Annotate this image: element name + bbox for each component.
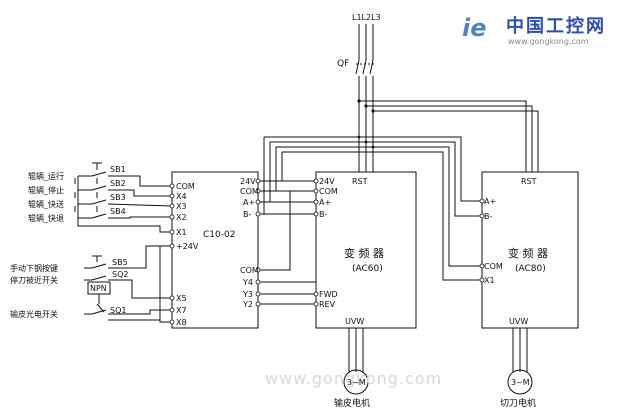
switch-sq1: SQ1 xyxy=(110,306,126,315)
plc-model: C10-02 xyxy=(203,230,235,240)
logo-mark-icon: ie xyxy=(462,14,487,42)
vfd1-in-a: A+ xyxy=(319,198,331,207)
vfd1-in-com: COM xyxy=(319,187,338,196)
breaker-label: QF xyxy=(337,59,349,69)
switch-sb2: SB2 xyxy=(110,179,126,188)
plc-in-x7: X7 xyxy=(176,306,187,315)
plc-in-x1: X1 xyxy=(176,228,187,237)
gongkong-logo: ie 中国工控网 www.gongkong.com xyxy=(462,14,606,46)
plc-out-a: A+ xyxy=(243,198,255,207)
plc-in-x4: X4 xyxy=(176,192,187,201)
plc-out-y2: Y2 xyxy=(242,300,253,309)
input-run: 辊辆_运行 xyxy=(28,171,64,181)
vfd2-in-x1: X1 xyxy=(484,276,495,285)
logo-name: 中国工控网 xyxy=(506,15,606,37)
input-photo: 输皮光电开关 xyxy=(10,309,58,319)
vfd2-in-com: COM xyxy=(484,262,503,271)
vfd1-power-terminals: RST xyxy=(352,177,368,186)
switch-sb1: SB1 xyxy=(110,165,126,174)
vfd2-motor-icon: 3~M xyxy=(511,378,530,387)
vfd1-in-24v: 24V xyxy=(319,177,335,186)
switch-sb3: SB3 xyxy=(110,193,126,202)
npn-sensor: NPN xyxy=(90,284,107,293)
plc-out-24v: 24V xyxy=(240,177,256,186)
plc-out-com: COM xyxy=(240,187,259,196)
phase-label: L1L2L3 xyxy=(352,13,381,22)
switch-sb5: SB5 xyxy=(112,258,128,267)
vfd2-title: 变 频 器 xyxy=(508,246,548,260)
plc-out-y3: Y3 xyxy=(242,290,253,299)
plc-out-y4: Y4 xyxy=(242,278,253,287)
plc-in-x2: X2 xyxy=(176,213,187,222)
switch-sb4: SB4 xyxy=(110,207,126,216)
plc-in-x3: X3 xyxy=(176,202,187,211)
vfd2-motor-label: 切刀电机 xyxy=(500,397,536,409)
plc-out-b: B- xyxy=(243,210,251,219)
plc-in-x5: X5 xyxy=(176,294,187,303)
vfd1-title: 变 频 器 xyxy=(344,246,384,260)
vfd2-in-a: A+ xyxy=(484,197,496,206)
input-cutter-limit: 停刀被近开关 xyxy=(10,275,58,285)
input-stop: 辊辆_停止 xyxy=(28,185,64,195)
vfd1-in-b: B- xyxy=(319,210,327,219)
vfd2-output-terminals: UVW xyxy=(509,317,528,326)
vfd1-in-fwd: FWD xyxy=(319,290,338,299)
vfd1-in-rev: REV xyxy=(319,300,336,309)
vfd1-motor-icon: 3~M xyxy=(347,378,366,387)
logo-url: www.gongkong.com xyxy=(508,37,589,46)
vfd1-motor-label: 输皮电机 xyxy=(334,397,370,409)
switch-sq2: SQ2 xyxy=(112,270,128,279)
plc-in-com: COM xyxy=(176,182,195,191)
vfd2-in-b: B- xyxy=(484,212,492,221)
vfd1-model: (AC60) xyxy=(352,264,383,274)
vfd2-model: (AC80) xyxy=(515,264,546,274)
plc-out-com2: COM xyxy=(240,266,259,275)
vfd2-power-terminals: RST xyxy=(521,177,537,186)
watermark: www.gongkong.com xyxy=(265,369,442,388)
plc-in-24v: +24V xyxy=(176,242,199,251)
input-manual: 手动下钢按键 xyxy=(10,263,58,273)
input-fast-back: 辊辆_快退 xyxy=(28,213,64,223)
plc-in-x8: X8 xyxy=(176,318,187,327)
input-fast-fwd: 辊辆_快送 xyxy=(28,199,64,209)
vfd1-output-terminals: UVW xyxy=(345,317,364,326)
